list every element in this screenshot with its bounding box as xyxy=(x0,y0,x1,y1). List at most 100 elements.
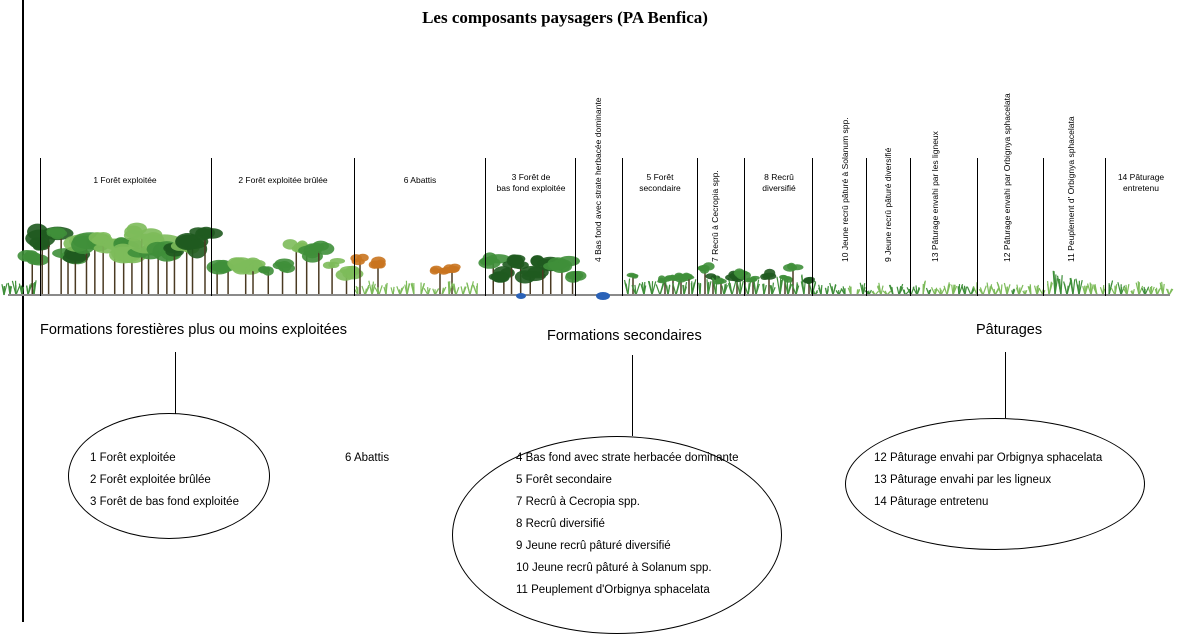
grass-blade xyxy=(628,279,630,295)
grass-blade xyxy=(804,281,805,295)
grass-blade xyxy=(1064,281,1067,295)
tree-crown xyxy=(478,257,500,269)
zone-label-8: 8 Recrû diversifié xyxy=(746,172,812,194)
zone-divider xyxy=(354,158,355,296)
tree-crown xyxy=(371,261,383,269)
zone-label-1: 1 Forêt exploitée xyxy=(60,175,190,186)
water-pool xyxy=(596,292,610,300)
tree-crown xyxy=(715,279,724,284)
zone-divider xyxy=(485,158,486,296)
zone-divider xyxy=(1105,158,1106,296)
grass-blade xyxy=(691,283,692,295)
list-item: 9 Jeune recrû pâturé diversifié xyxy=(516,535,738,557)
zone-label-4: 4 Bas fond avec strate herbacée dominant… xyxy=(593,98,604,262)
group-title-secondary: Formations secondaires xyxy=(547,328,702,344)
list-item: 5 Forêt secondaire xyxy=(516,469,738,491)
grass-blade xyxy=(1157,288,1161,295)
grass-blade xyxy=(467,283,470,295)
list-item: 14 Pâturage entretenu xyxy=(874,491,1102,513)
group-title-forest: Formations forestières plus ou moins exp… xyxy=(40,322,347,338)
grass-blade xyxy=(983,286,986,295)
grass-blade xyxy=(1048,284,1049,295)
grass-blade xyxy=(16,286,20,295)
zone-label-12: 12 Pâturage envahi par Orbignya sphacela… xyxy=(1002,93,1013,262)
list-item: 12 Pâturage envahi par Orbignya sphacela… xyxy=(874,447,1102,469)
tree-crown xyxy=(682,273,691,280)
grass-blade xyxy=(667,285,668,295)
zone-label-11: 11 Peuplement d' Orbignya sphacelata xyxy=(1066,116,1077,262)
zone-divider xyxy=(211,158,212,296)
zone-divider xyxy=(40,158,41,296)
tree-crown xyxy=(258,266,270,273)
water-pool xyxy=(516,293,526,299)
tree-crown xyxy=(508,255,523,264)
grass-blade xyxy=(1162,282,1163,295)
grass-blade xyxy=(448,281,449,295)
tree-crown xyxy=(278,261,292,272)
zone-label-14: 14 Pâturage entretenu xyxy=(1107,172,1175,194)
pasture-list: 12 Pâturage envahi par Orbignya sphacela… xyxy=(874,447,1102,513)
zone-label-3: 3 Forêt de bas fond exploitée xyxy=(487,172,575,194)
grass-blade xyxy=(649,281,652,295)
tree-crown xyxy=(187,239,207,258)
grass-blade xyxy=(625,280,628,295)
grass-blade xyxy=(944,286,947,295)
zone-divider xyxy=(697,158,698,296)
grass-blade xyxy=(967,287,971,295)
tree-crown xyxy=(46,227,65,235)
forest-list: 1 Forêt exploitée 2 Forêt exploitée brûl… xyxy=(90,447,239,513)
grass-blade xyxy=(748,283,749,295)
list-item: 10 Jeune recrû pâturé à Solanum spp. xyxy=(516,557,738,579)
list-item: 3 Forêt de bas fond exploitée xyxy=(90,491,239,513)
tree-crown xyxy=(27,224,48,241)
grass-blade xyxy=(406,281,407,295)
tree-crown xyxy=(543,262,564,271)
list-item: 4 Bas fond avec strate herbacée dominant… xyxy=(516,447,738,469)
grass-blade xyxy=(391,287,393,295)
tree-crown xyxy=(330,258,345,264)
tree-crown xyxy=(750,277,757,282)
grass-blade xyxy=(777,277,780,295)
tree-crown xyxy=(309,243,324,252)
secondary-list: 4 Bas fond avec strate herbacée dominant… xyxy=(516,447,738,601)
connector-secondary xyxy=(632,355,633,436)
grass-blade xyxy=(796,284,798,295)
grass-blade xyxy=(379,285,382,295)
zone-divider xyxy=(910,158,911,296)
list-item: 7 Recrû à Cecropia spp. xyxy=(516,491,738,513)
grass-blade xyxy=(660,283,663,295)
grass-blade xyxy=(700,283,701,295)
grass-blade xyxy=(656,284,660,295)
grass-blade xyxy=(1151,286,1152,295)
tree-crown xyxy=(658,278,665,283)
list-item: 8 Recrû diversifié xyxy=(516,513,738,535)
connector-forest xyxy=(175,352,176,414)
tree-crown xyxy=(627,273,637,278)
zone-label-13: 13 Pâturage envahi par les ligneux xyxy=(930,131,941,262)
zone-divider xyxy=(744,158,745,296)
grass-blade xyxy=(1100,287,1103,295)
group-title-pasture: Pâturages xyxy=(976,322,1042,338)
zone-label-9: 9 Jeune recrû pâturé diversifié xyxy=(883,148,894,262)
tree-crown xyxy=(565,272,581,283)
list-item: 1 Forêt exploitée xyxy=(90,447,239,469)
grass-blade xyxy=(692,279,696,295)
zone-label-7: 7 Recrû à Cecropia spp. xyxy=(710,170,721,262)
zone-divider xyxy=(575,158,576,296)
list-item: 13 Pâturage envahi par les ligneux xyxy=(874,469,1102,491)
zone-divider xyxy=(622,158,623,296)
tree-crown xyxy=(283,239,298,250)
grass-blade xyxy=(636,283,640,295)
zone-divider xyxy=(812,158,813,296)
grass-blade xyxy=(821,285,822,295)
tree-crown xyxy=(489,273,508,281)
zone-label-2: 2 Forêt exploitée brûlée xyxy=(216,175,350,186)
grass-blade xyxy=(897,287,899,295)
list-item: 11 Peuplement d'Orbignya sphacelata xyxy=(516,579,738,601)
tree-crown xyxy=(444,264,455,272)
tree-crown xyxy=(665,275,675,281)
tree-crown xyxy=(430,267,440,274)
grass-blade xyxy=(833,285,836,295)
tree-crown xyxy=(189,227,207,236)
tree-crown xyxy=(734,270,749,276)
